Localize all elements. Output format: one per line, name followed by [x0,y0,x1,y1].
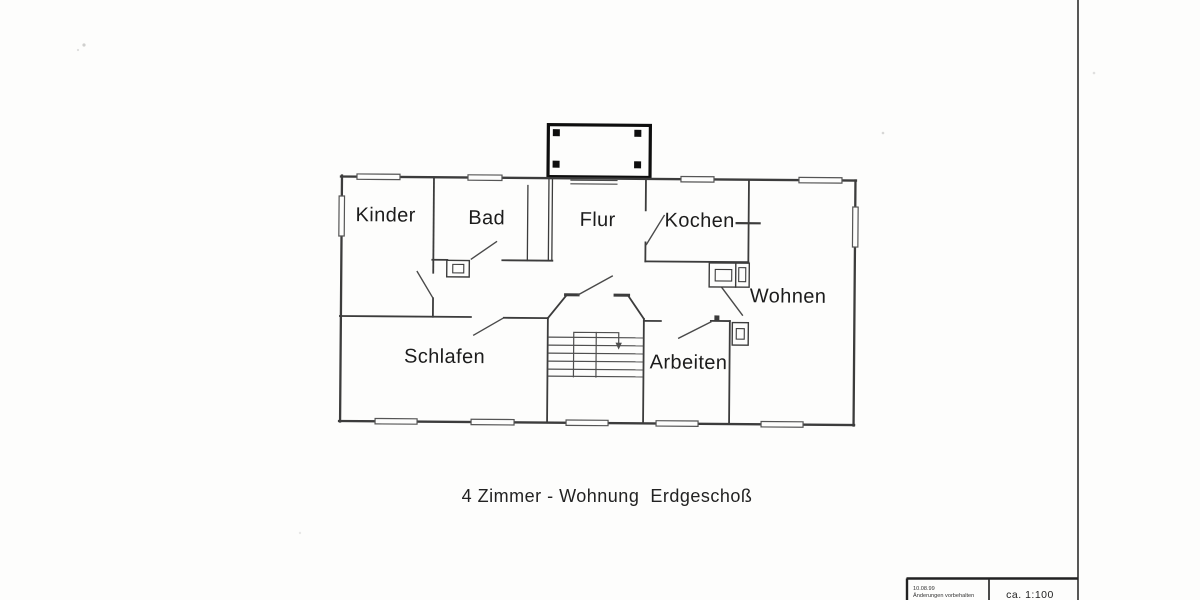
room-label-bad: Bad [468,207,505,229]
title-block-note: Änderungen vorbehalten [913,592,974,599]
kitchen-counter-icon [708,262,751,288]
interior-walls [338,176,761,425]
room-label-wohnen: Wohnen [750,285,827,308]
window-icon [565,419,609,427]
window-icon [338,195,346,237]
window-icon [798,176,843,184]
door-stop-icon [714,315,720,321]
floor-plan: Kinder Bad Flur Kochen Wohnen Schlafen A… [337,123,859,428]
room-label-kinder: Kinder [355,204,415,226]
room-label-kochen: Kochen [664,210,734,233]
door-leaf-arbeiten [677,320,712,340]
doors [416,214,744,340]
balcony-door-icon [570,179,618,185]
room-label-arbeiten: Arbeiten [650,351,728,374]
window-icon [467,174,503,182]
window-icon [680,175,715,183]
wohnen-fixture-icon [731,321,750,346]
title-block: 10.08.99 Änderungen vorbehalten ca. 1:10… [905,577,1078,600]
window-icon [760,420,804,428]
window-icon [470,418,515,426]
stair-arrow-icon [615,342,622,350]
title-block-scale: ca. 1:100 [1006,589,1054,600]
door-leaf-kochen [645,214,666,246]
room-labels: Kinder Bad Flur Kochen Wohnen Schlafen A… [355,204,827,374]
door-leaf-flur [577,275,614,296]
door-leaf-bad [470,240,498,260]
window-icon [851,206,859,248]
door-leaf-schlafen [472,317,504,337]
room-label-schlafen: Schlafen [404,346,485,369]
scan-noise-specks [76,43,1096,535]
door-leaf-wohnen [718,282,744,317]
balcony-post-icon [552,129,642,169]
window-icon [655,420,699,428]
balcony [546,123,653,180]
bad-sink-icon [445,259,471,278]
window-icon [374,417,418,425]
stairs-icon [547,331,644,378]
door-leaf-kinder [416,270,434,300]
stair-walk-line [572,331,620,378]
window-icon [356,173,401,181]
windows [338,173,859,428]
plan-title: 4 Zimmer - Wohnung Erdgeschoß [462,486,753,506]
fixtures [445,259,751,346]
room-label-flur: Flur [580,209,616,231]
title-block-date: 10.08.99 [913,586,935,592]
